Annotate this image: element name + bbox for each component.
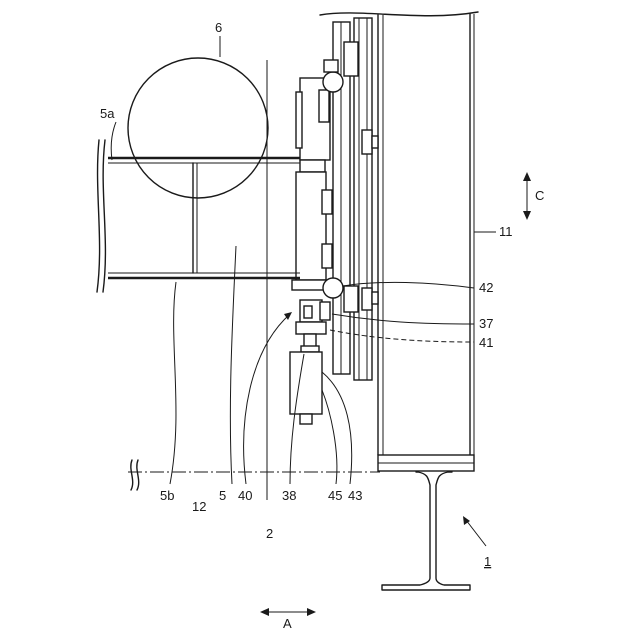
floor-12 (128, 460, 380, 490)
i-beam-1 (382, 472, 470, 590)
label-2: 2 (266, 526, 273, 541)
label-5b: 5b (160, 488, 174, 503)
label-38: 38 (282, 488, 296, 503)
label-1: 1 (484, 554, 491, 569)
beam-5 (97, 140, 300, 292)
circle-6 (128, 58, 268, 198)
label-37: 37 (479, 316, 493, 331)
label-43: 43 (348, 488, 362, 503)
label-6: 6 (215, 20, 222, 35)
label-42: 42 (479, 280, 493, 295)
label-45: 45 (328, 488, 342, 503)
label-a: A (283, 616, 292, 631)
direction-arrow-c (523, 172, 531, 220)
label-5a: 5a (100, 106, 115, 121)
rail (333, 18, 378, 380)
label-41: 41 (479, 335, 493, 350)
label-11: 11 (499, 224, 513, 239)
label-40: 40 (238, 488, 252, 503)
label-12: 12 (192, 499, 206, 514)
label-c: C (535, 188, 544, 203)
label-5: 5 (219, 488, 226, 503)
direction-arrow-a (260, 608, 316, 616)
